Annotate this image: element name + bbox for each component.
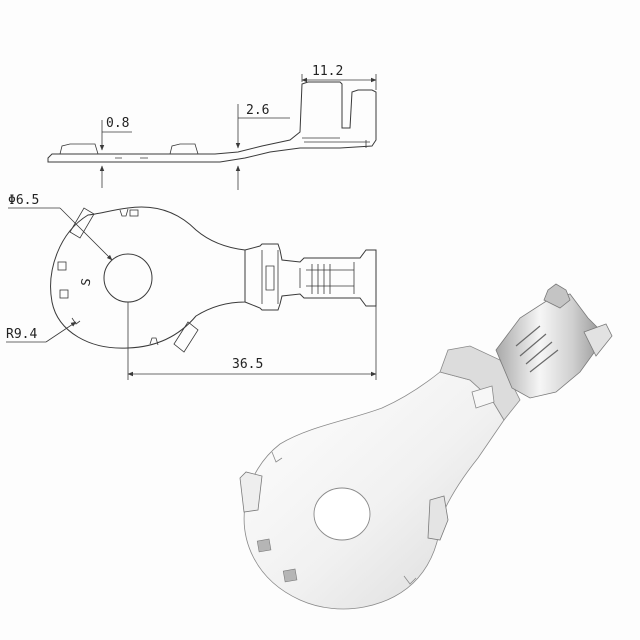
- dim-hole-diameter: Φ6.5: [8, 193, 113, 261]
- dim-2-6: 2.6: [235, 103, 290, 190]
- dim-total-length: 36.5: [232, 357, 263, 372]
- dim-0-8: 0.8: [99, 116, 132, 188]
- dim-ring-radius-text: R9.4: [6, 327, 37, 342]
- dim-crimp-length: 11.2: [312, 64, 343, 79]
- terminal-3d-render: [239, 283, 613, 610]
- top-view: S: [50, 206, 377, 353]
- stamp-mark: S: [78, 277, 93, 287]
- dim-ring-radius: R9.4: [6, 321, 77, 343]
- dim-11-2: 11.2: [301, 64, 377, 90]
- dim-hole-diameter-text: Φ6.5: [8, 193, 39, 208]
- dim-thickness: 0.8: [106, 116, 129, 131]
- dim-offset-height: 2.6: [246, 103, 269, 118]
- dim-36-5: 36.5: [127, 302, 377, 380]
- side-view: [47, 81, 377, 163]
